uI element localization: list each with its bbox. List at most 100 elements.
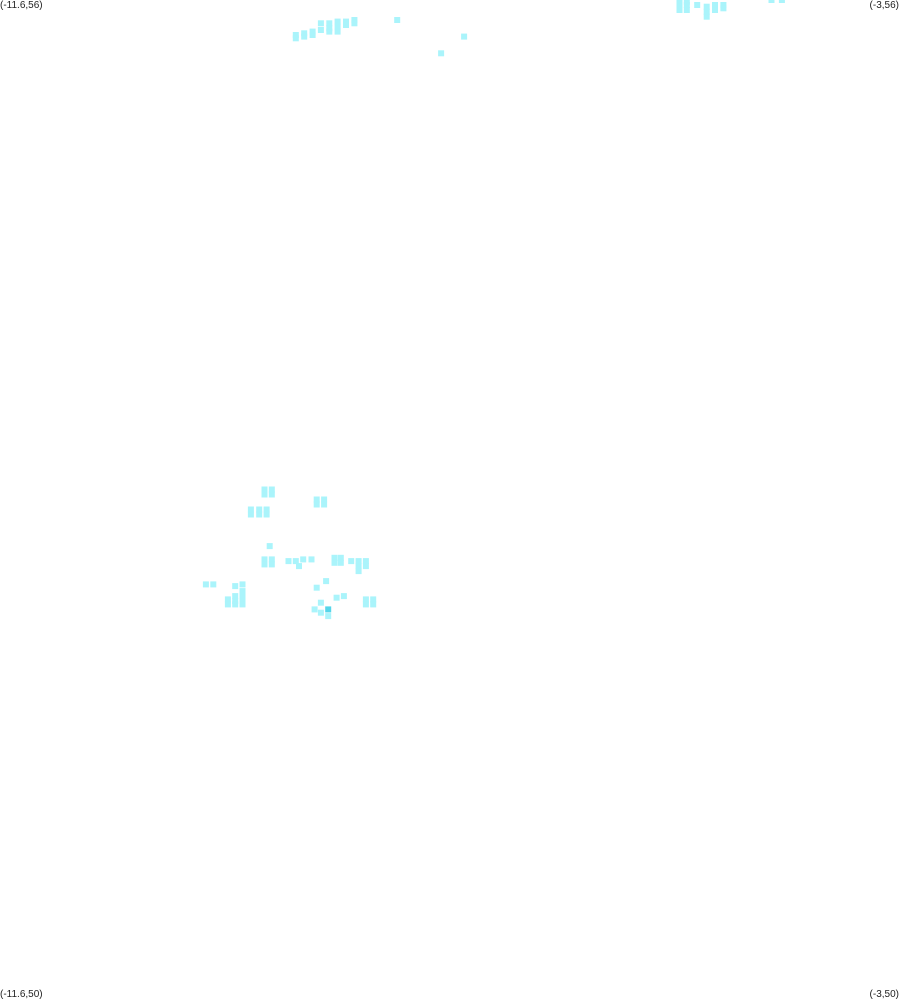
map-point	[362, 596, 369, 603]
map-point	[266, 543, 273, 550]
map-point	[703, 8, 710, 15]
map-point	[292, 32, 299, 38]
map-point	[370, 601, 377, 608]
map-point	[285, 558, 292, 565]
map-point	[703, 3, 710, 10]
map-point	[261, 491, 268, 498]
map-point	[438, 50, 445, 57]
map-point	[232, 583, 239, 590]
map-point	[232, 598, 239, 605]
map-point	[325, 613, 332, 620]
map-point	[370, 596, 377, 603]
map-point	[331, 559, 338, 566]
corner-label-bottom-right: (-3,50)	[869, 989, 899, 1000]
map-point	[247, 506, 254, 513]
map-point	[268, 561, 275, 568]
map-point	[261, 486, 268, 493]
map-point	[326, 25, 333, 32]
map-point	[301, 33, 308, 40]
map-point	[296, 563, 302, 570]
map-point	[263, 506, 270, 513]
map-point	[308, 556, 315, 563]
corner-label-bottom-left: (-11.6,50)	[0, 989, 43, 1000]
map-point	[337, 559, 344, 566]
map-point	[313, 584, 320, 591]
map-point	[343, 22, 349, 28]
map-point	[326, 28, 333, 35]
map-point	[461, 33, 468, 40]
map-point	[292, 558, 299, 565]
map-point	[720, 5, 727, 12]
map-point	[317, 20, 324, 27]
map-point	[317, 27, 324, 33]
map-point	[394, 17, 401, 23]
map-point	[703, 13, 710, 20]
map-point	[334, 18, 341, 25]
map-point	[313, 496, 320, 503]
map-point	[676, 7, 683, 13]
map-point	[232, 593, 239, 600]
map-point	[683, 7, 690, 13]
map-point	[676, 2, 683, 8]
map-point	[331, 554, 338, 561]
map-point	[321, 501, 328, 508]
map-point	[309, 28, 316, 35]
map-point	[348, 558, 355, 565]
map-point	[247, 511, 254, 518]
map-point	[256, 511, 263, 518]
map-point	[224, 601, 231, 608]
map-point	[256, 506, 263, 513]
map-point	[333, 594, 340, 601]
map-point	[340, 593, 347, 600]
map-point	[317, 609, 324, 616]
map-point	[311, 606, 318, 613]
map-point	[313, 501, 320, 508]
map-point	[239, 593, 246, 600]
map-point	[301, 30, 308, 37]
map-point	[300, 556, 307, 563]
map-point	[239, 601, 246, 608]
corner-label-top-left: (-11.6,56)	[0, 0, 43, 11]
map-point	[768, 0, 775, 3]
map-point	[694, 2, 701, 8]
map-point	[351, 20, 358, 27]
map-point	[224, 596, 231, 603]
corner-label-top-right: (-3,56)	[869, 0, 899, 11]
map-point	[261, 556, 268, 563]
map-point	[351, 17, 358, 23]
map-point	[232, 601, 239, 608]
map-point	[326, 20, 333, 27]
map-point	[343, 18, 349, 25]
map-point	[362, 601, 369, 608]
map-point	[334, 28, 341, 35]
map-point	[309, 32, 316, 38]
map-point	[362, 563, 369, 570]
map-point	[210, 581, 217, 588]
map-point	[362, 558, 369, 565]
map-point	[239, 588, 246, 595]
map-point	[323, 578, 330, 585]
map-point	[239, 581, 246, 588]
map-point	[202, 581, 209, 588]
map-point	[268, 486, 275, 493]
map-point	[292, 35, 299, 42]
map-point	[268, 556, 275, 563]
map-point	[712, 7, 718, 13]
map-point	[263, 511, 270, 518]
map-point	[355, 558, 362, 565]
map-point	[321, 496, 328, 503]
map-point	[334, 23, 341, 30]
map-point	[268, 491, 275, 498]
map-point	[317, 599, 324, 606]
map-point	[683, 2, 690, 8]
map-point	[239, 598, 246, 605]
map-point	[355, 563, 362, 570]
map-point	[720, 2, 727, 8]
map-point	[355, 568, 362, 575]
map-point	[261, 561, 268, 568]
map-point	[337, 554, 344, 561]
map-point	[712, 2, 718, 8]
map-point-highlight	[325, 606, 332, 613]
map-point	[778, 0, 785, 3]
